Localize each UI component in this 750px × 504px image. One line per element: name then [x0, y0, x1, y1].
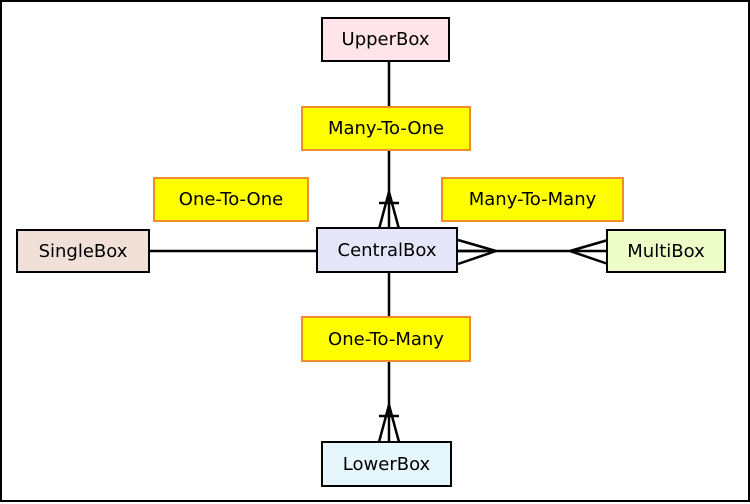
entity-singlebox[interactable]: SingleBox: [16, 229, 150, 273]
entity-centralbox[interactable]: CentralBox: [316, 227, 458, 273]
relationship-label-many-to-one: Many-To-One: [301, 106, 471, 151]
relationship-label-one-to-many: One-To-Many: [301, 316, 471, 362]
crowfoot-lower-top: [377, 404, 401, 443]
crowfoot-central-right: [457, 238, 497, 266]
relationship-label-one-to-one: One-To-One: [153, 177, 309, 222]
crowfoot-multi-left: [569, 238, 609, 266]
entity-lowerbox[interactable]: LowerBox: [321, 441, 452, 487]
entity-multibox[interactable]: MultiBox: [606, 229, 726, 273]
entity-upperbox[interactable]: UpperBox: [321, 17, 450, 62]
crowfoot-central-top: [377, 191, 401, 230]
relationship-label-many-to-many: Many-To-Many: [441, 177, 624, 222]
